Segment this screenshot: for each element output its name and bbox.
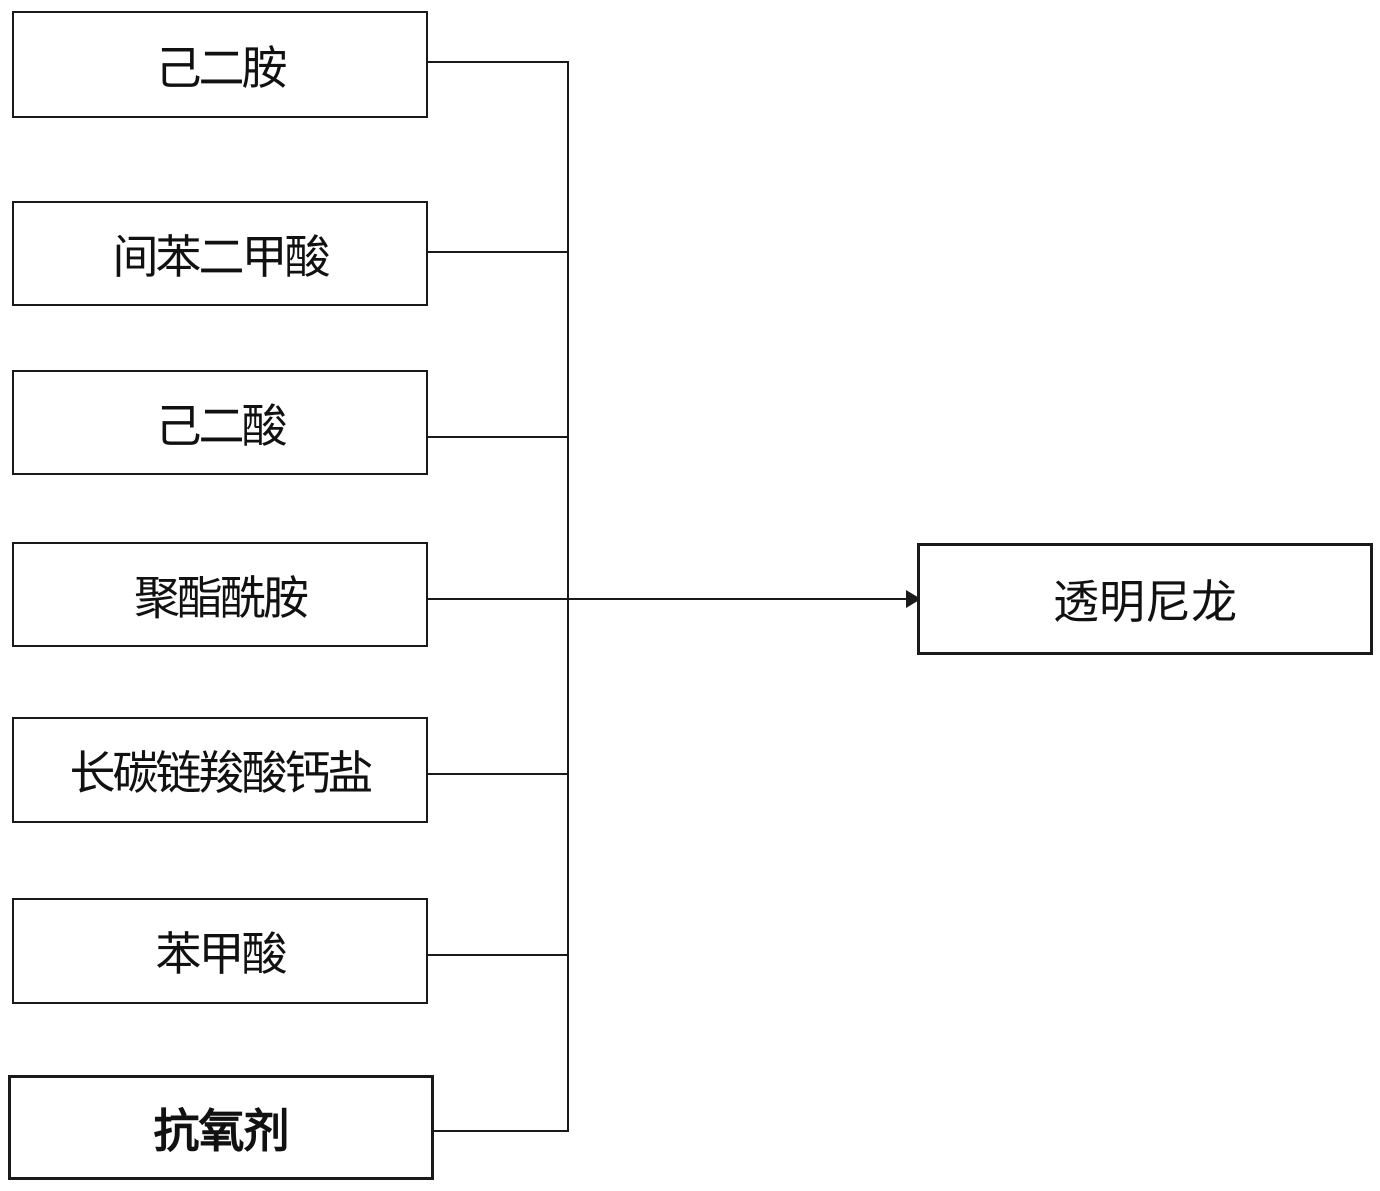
input-label: 聚酯酰胺 — [134, 562, 306, 628]
input-box-benzoic-acid: 苯甲酸 — [12, 898, 428, 1004]
input-box-adipic-acid: 己二酸 — [12, 370, 428, 475]
input-label: 抗氧剂 — [154, 1095, 289, 1161]
input-label: 己二胺 — [156, 32, 285, 98]
input-label: 长碳链羧酸钙盐 — [70, 737, 371, 803]
input-box-calcium-carboxylate: 长碳链羧酸钙盐 — [12, 717, 428, 823]
input-label: 己二酸 — [156, 390, 285, 456]
input-label: 苯甲酸 — [156, 918, 285, 984]
input-box-antioxidant: 抗氧剂 — [8, 1075, 434, 1180]
input-box-polyesteramide: 聚酯酰胺 — [12, 542, 428, 647]
input-label: 间苯二甲酸 — [113, 221, 328, 287]
output-label: 透明尼龙 — [1053, 566, 1237, 632]
input-box-hexanediamine: 己二胺 — [12, 11, 428, 118]
output-box-transparent-nylon: 透明尼龙 — [917, 543, 1373, 655]
input-box-isophthalic-acid: 间苯二甲酸 — [12, 201, 428, 306]
